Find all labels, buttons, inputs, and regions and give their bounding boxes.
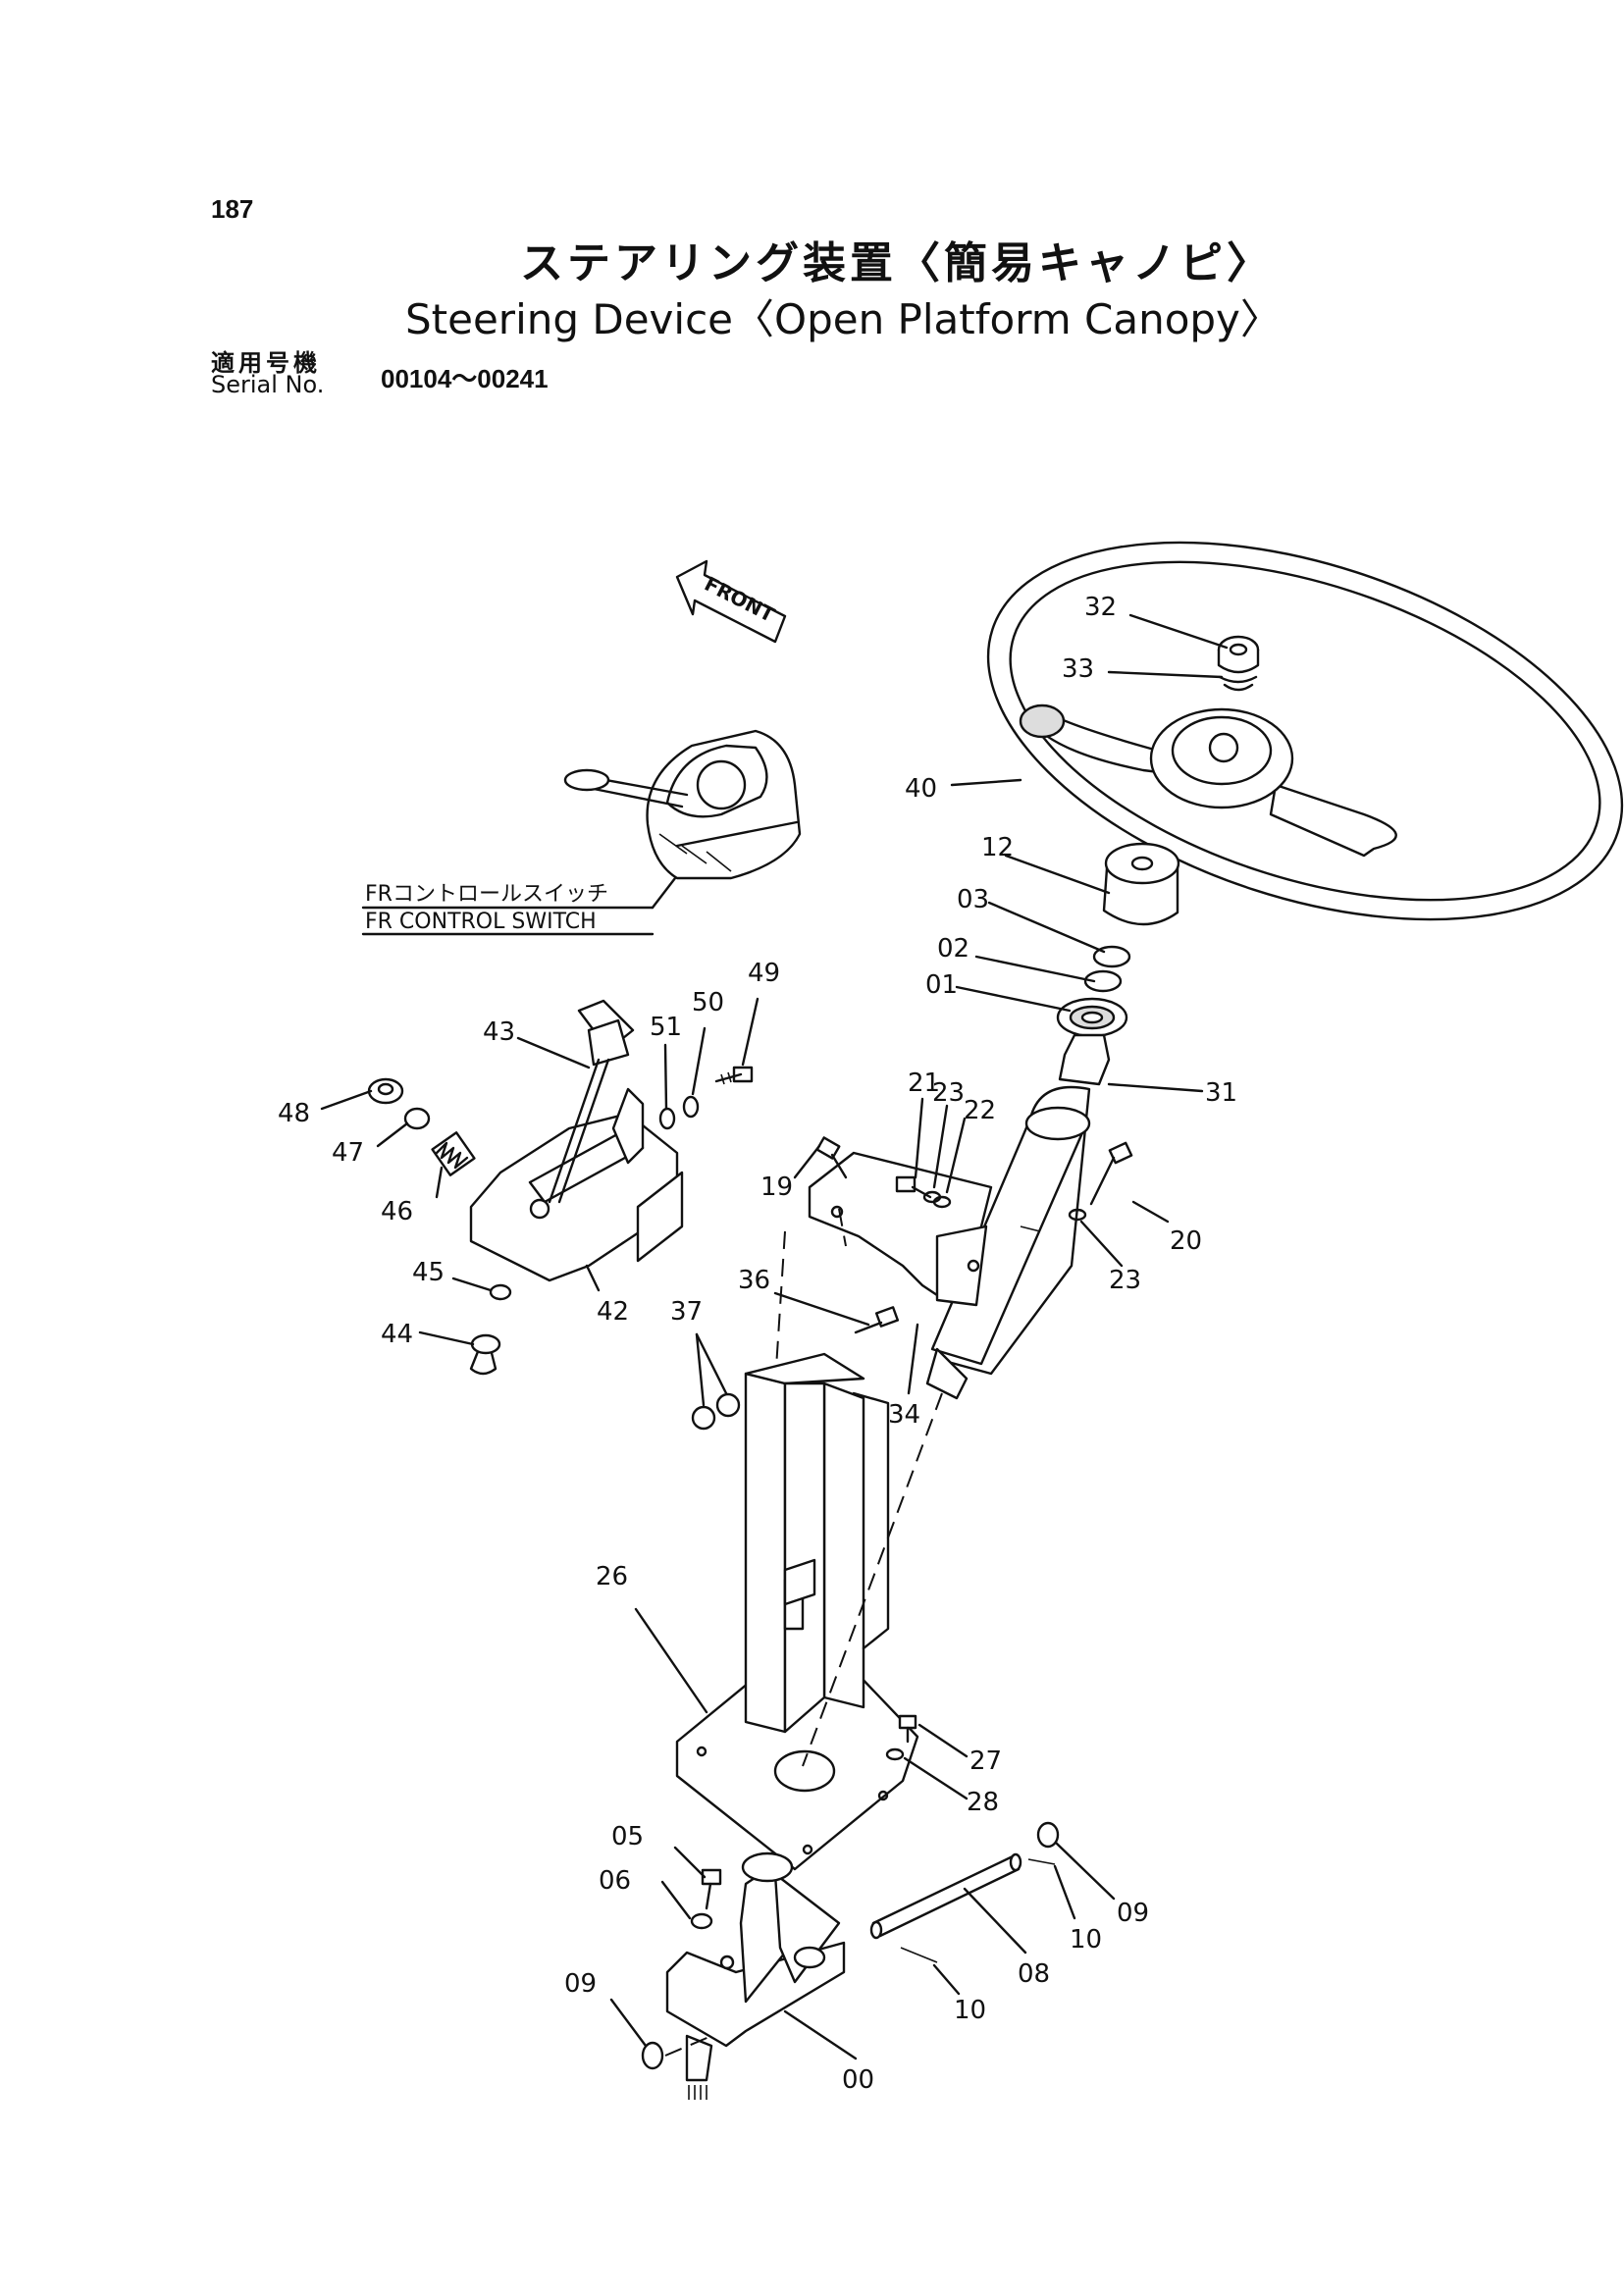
washer-50	[682, 1095, 700, 1119]
fr-control-switch	[563, 729, 802, 880]
fr-switch-label-japanese: FRコントロールスイッチ	[365, 882, 608, 907]
callout-43: 43	[483, 1017, 515, 1047]
nut-48	[367, 1077, 404, 1105]
title-english: Steering Device〈Open Platform Canopy〉	[405, 295, 1282, 343]
ring-03	[1092, 945, 1131, 968]
bolt-27	[898, 1714, 917, 1744]
callout-09a: 09	[564, 1969, 597, 1999]
callout-46: 46	[381, 1197, 413, 1226]
callout-40: 40	[905, 774, 937, 804]
callout-08: 08	[1018, 1959, 1050, 1989]
callout-33: 33	[1062, 654, 1094, 684]
callout-36: 36	[738, 1266, 770, 1295]
nut-37a	[691, 1405, 716, 1431]
shaft-08	[869, 1852, 1022, 1940]
callout-49: 49	[748, 959, 780, 988]
callout-21: 21	[908, 1069, 940, 1098]
title-japanese: ステアリング装置〈簡易キャノピ〉	[520, 238, 1274, 288]
callout-50: 50	[692, 988, 724, 1017]
seal-09a	[641, 2041, 664, 2070]
bolt-49	[714, 1066, 754, 1085]
callout-37: 37	[670, 1297, 703, 1327]
callout-45: 45	[412, 1258, 445, 1287]
callout-19: 19	[760, 1173, 793, 1202]
bracket-34	[808, 1151, 993, 1307]
spring-46	[431, 1131, 476, 1176]
nut-37b	[715, 1392, 741, 1418]
cap-12	[1102, 842, 1180, 926]
callout-22: 22	[964, 1096, 996, 1125]
callout-23b: 23	[1109, 1266, 1141, 1295]
callout-12: 12	[981, 833, 1014, 862]
callout-42: 42	[597, 1297, 629, 1327]
callout-numbers: 32 33 40 12 03 02 01 31 21 23 22 19 20 2…	[278, 593, 1237, 2095]
washer-23b	[1068, 1208, 1087, 1222]
bolt-19	[815, 1136, 848, 1179]
serial-label-japanese: 適用号機	[211, 349, 321, 377]
seal-09b	[1036, 1821, 1060, 1849]
washer-45	[489, 1283, 512, 1301]
callout-06: 06	[599, 1866, 631, 1896]
callout-02: 02	[937, 934, 969, 964]
steering-wheel	[986, 541, 1624, 921]
serial-label-english: Serial No.	[211, 371, 325, 398]
knob-44	[469, 1333, 501, 1376]
bolt-20	[1089, 1141, 1133, 1206]
nut-32	[1217, 635, 1260, 674]
washer-33	[1218, 675, 1258, 692]
callout-44: 44	[381, 1320, 413, 1349]
callout-01: 01	[925, 970, 958, 1000]
lever-43	[548, 999, 635, 1204]
bolt-21	[895, 1175, 932, 1199]
bolt-05	[701, 1868, 722, 1910]
fr-switch-label-english: FR CONTROL SWITCH	[365, 910, 597, 934]
pin-10b	[900, 1947, 938, 1963]
ring-02	[1083, 969, 1123, 993]
callout-34: 34	[888, 1400, 920, 1430]
page-number: 187	[211, 194, 254, 224]
steering-valve-00	[665, 1851, 846, 2100]
callout-10b: 10	[954, 1996, 986, 2025]
pin-10a	[1027, 1858, 1056, 1865]
callout-00: 00	[842, 2065, 874, 2095]
washer-47	[403, 1107, 431, 1130]
callout-10a: 10	[1070, 1925, 1102, 1955]
washer-51	[658, 1107, 676, 1130]
callout-23a: 23	[932, 1078, 965, 1108]
front-arrow: FRONT	[675, 559, 787, 644]
callout-51: 51	[650, 1013, 682, 1042]
callout-47: 47	[332, 1138, 364, 1168]
stand-frame-26	[675, 1352, 919, 1871]
callout-28: 28	[967, 1788, 999, 1817]
serial-range: 00104～00241	[381, 364, 549, 393]
bearing-01	[1056, 997, 1128, 1038]
callout-26: 26	[596, 1562, 628, 1591]
washer-06	[690, 1912, 713, 1930]
callout-05: 05	[611, 1822, 644, 1851]
callout-32: 32	[1084, 593, 1117, 622]
washer-28	[885, 1747, 905, 1761]
callout-09b: 09	[1117, 1899, 1149, 1928]
callout-20: 20	[1170, 1226, 1202, 1256]
callout-31: 31	[1205, 1078, 1237, 1108]
callout-48: 48	[278, 1099, 310, 1128]
leader-lines	[320, 613, 1229, 2060]
washer-22	[932, 1195, 952, 1209]
lever-bracket-42	[469, 1087, 684, 1282]
callout-27: 27	[969, 1747, 1002, 1776]
callout-03: 03	[957, 885, 989, 914]
bolt-36	[854, 1306, 900, 1334]
